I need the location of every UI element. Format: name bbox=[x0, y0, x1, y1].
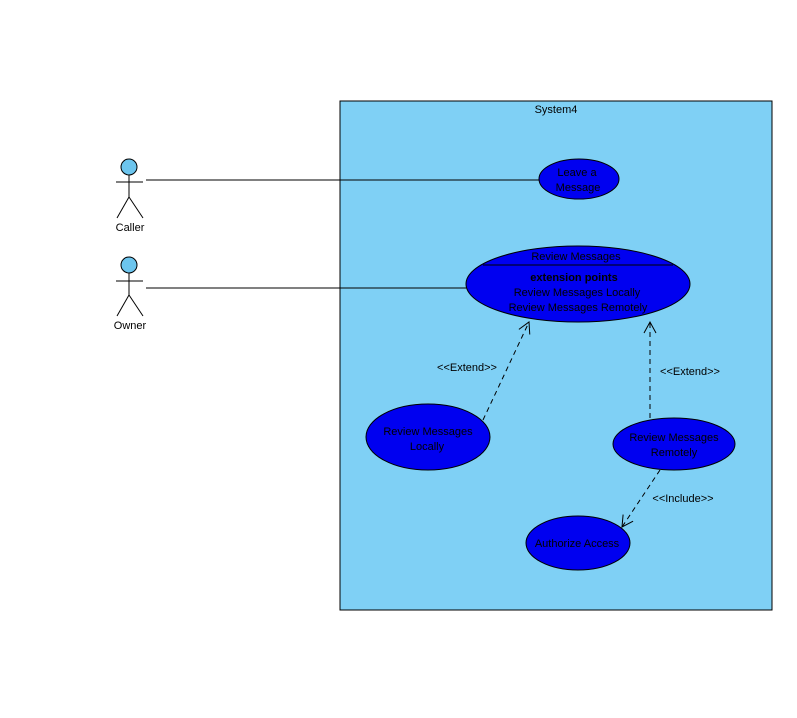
usecase-review-messages[interactable]: Review Messages extension points Review … bbox=[465, 245, 691, 323]
extend-dashed-arrow bbox=[482, 321, 531, 421]
stick-figure-icon bbox=[116, 256, 144, 317]
extension-points-header: extension points bbox=[530, 272, 617, 284]
include-relationship[interactable]: <<Include>> bbox=[621, 469, 714, 528]
usecase-ellipse bbox=[525, 515, 631, 571]
actor-caller-label: Caller bbox=[116, 222, 145, 234]
usecase-leave-message-line2: Message bbox=[556, 182, 601, 194]
extend-relationship-remotely[interactable]: <<Extend>> bbox=[643, 320, 720, 418]
extend-label-left: <<Extend>> bbox=[437, 362, 497, 374]
actor-caller[interactable]: Caller bbox=[116, 158, 145, 234]
usecase-leave-message[interactable]: Leave a Message bbox=[538, 158, 620, 200]
usecase-ellipse bbox=[538, 158, 620, 200]
actor-owner-label: Owner bbox=[114, 320, 147, 332]
usecase-ellipse bbox=[365, 403, 491, 471]
usecase-review-remotely[interactable]: Review Messages Remotely bbox=[612, 417, 736, 471]
usecase-review-messages-title: Review Messages bbox=[531, 251, 621, 263]
usecase-ellipse bbox=[612, 417, 736, 471]
usecase-authorize-access-label: Authorize Access bbox=[535, 538, 620, 550]
usecase-review-remotely-line2: Remotely bbox=[651, 447, 698, 459]
extend-label-right: <<Extend>> bbox=[660, 366, 720, 378]
usecase-leave-message-line1: Leave a bbox=[557, 167, 597, 179]
extend-relationship-locally[interactable]: <<Extend>> bbox=[437, 321, 531, 421]
system-title: System4 bbox=[535, 104, 578, 116]
stick-figure-icon bbox=[116, 158, 144, 219]
usecase-review-locally-line1: Review Messages bbox=[383, 426, 473, 438]
include-label: <<Include>> bbox=[652, 493, 713, 505]
usecase-review-locally-line2: Locally bbox=[410, 441, 445, 453]
include-dashed-arrow bbox=[621, 469, 661, 528]
usecase-review-remotely-line1: Review Messages bbox=[629, 432, 719, 444]
extension-point-locally: Review Messages Locally bbox=[514, 287, 641, 299]
usecase-review-locally[interactable]: Review Messages Locally bbox=[365, 403, 491, 471]
usecase-authorize-access[interactable]: Authorize Access bbox=[525, 515, 631, 571]
extension-point-remotely: Review Messages Remotely bbox=[509, 302, 648, 314]
actor-owner[interactable]: Owner bbox=[114, 256, 147, 332]
